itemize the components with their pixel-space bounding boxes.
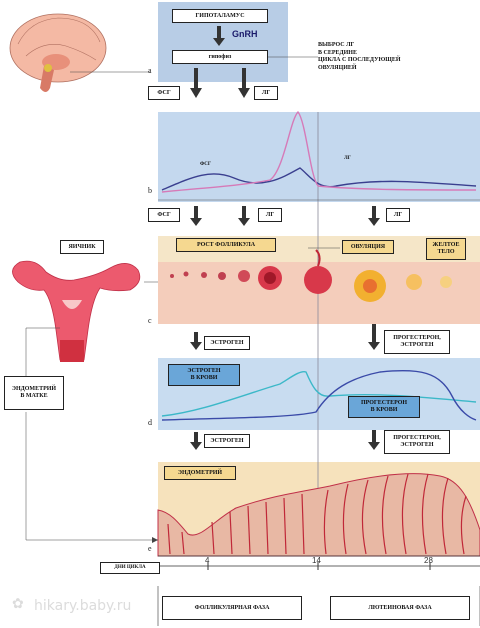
estrogen-in-blood-label: ЭСТРОГЕН В КРОВИ (168, 364, 240, 386)
fsh-label-a: ФСГ (148, 86, 180, 100)
lh-label-a: ЛГ (254, 86, 278, 100)
lh-curve-label: ЛГ (344, 156, 351, 161)
lh-label-b1: ЛГ (258, 208, 282, 222)
endometrium-in-uterus-label: ЭНДОМЕТРИЙ В МАТКЕ (4, 376, 64, 410)
pituitary-arrows (190, 68, 250, 98)
progesterone-estrogen-label-d: ПРОГЕСТЕРОН, ЭСТРОГЕН (384, 430, 450, 454)
fsh-label-b: ФСГ (148, 208, 180, 222)
pituitary-label: гипофиз (172, 50, 268, 64)
lh-label-b2: ЛГ (386, 208, 410, 222)
panel-letter-b: b (148, 186, 152, 195)
fsh-curve (161, 167, 477, 191)
ovary-label: ЯИЧНИК (60, 240, 104, 254)
estrogen-label-c: ЭСТРОГЕН (204, 336, 250, 350)
estrogen-label-d: ЭСТРОГЕН (204, 434, 250, 448)
follicles (170, 249, 452, 302)
panel-letter-c: c (148, 316, 152, 325)
follicular-phase-label: ФОЛЛИКУЛЯРНАЯ ФАЗА (162, 596, 302, 620)
day-tick-28: 28 (424, 556, 433, 565)
cycle-days-label: ДНИ ЦИКЛА (100, 562, 160, 574)
gnrh-arrow (213, 26, 225, 46)
lh-surge-label: ВЫБРОС ЛГ В СЕРЕДИНЕ ЦИКЛА С ПОСЛЕДУЮЩЕЙ… (318, 42, 401, 71)
follicle-growth-label: РОСТ ФОЛЛИКУЛА (176, 238, 276, 252)
fsh-curve-label: ФСГ (200, 162, 212, 167)
corpus-luteum-label: ЖЕЛТОЕ ТЕЛО (426, 238, 466, 260)
progesterone-in-blood-label: ПРОГЕСТЕРОН В КРОВИ (348, 396, 420, 418)
day-tick-14: 14 (312, 556, 321, 565)
panel-letter-a: a (148, 66, 152, 75)
panel-letter-e: e (148, 544, 152, 553)
endometrium-arrows (190, 430, 380, 450)
lh-curve (161, 110, 477, 193)
endometrium-layer (157, 473, 480, 557)
brain-illustration (9, 13, 150, 92)
luteal-phase-label: ЛЮТЕИНОВАЯ ФАЗА (330, 596, 470, 620)
estrogen-curve (161, 371, 477, 417)
progesterone-estrogen-label-c: ПРОГЕСТЕРОН, ЭСТРОГЕН (384, 330, 450, 354)
endometrium-label: ЭНДОМЕТРИЙ (164, 466, 236, 480)
panel-letter-d: d (148, 418, 152, 427)
gnrh-label: GnRH (232, 29, 258, 39)
hypothalamus-label: ГИПОТАЛАМУС (172, 9, 268, 23)
ovulation-label: ОВУЛЯЦИЯ (342, 240, 394, 254)
uterus-illustration (12, 260, 141, 362)
progesterone-curve (161, 369, 477, 421)
hormone-secretion-arrows (190, 324, 380, 350)
watermark: hikary.baby.ru (34, 598, 132, 614)
day-tick-4: 4 (205, 556, 210, 565)
watermark-icon: ✿ (12, 596, 24, 612)
ovary-arrows (190, 206, 380, 226)
spiral-arteries (167, 473, 467, 555)
